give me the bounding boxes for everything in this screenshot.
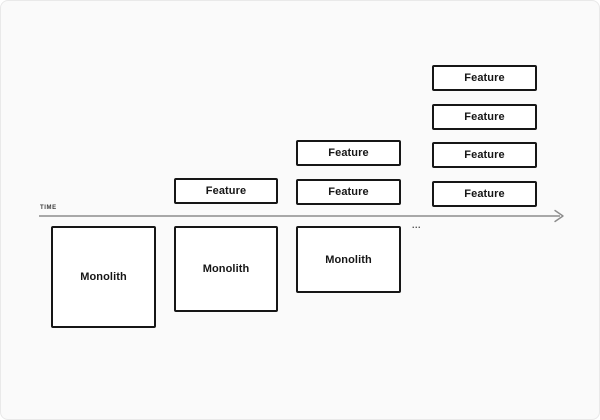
feature-box-stage3-1: Feature <box>296 140 401 166</box>
monolith-box-stage2: Monolith <box>174 226 278 312</box>
feature-box-stage4-4: Feature <box>432 181 537 207</box>
timeline-ellipsis: ... <box>412 220 422 230</box>
feature-box-stage4-3: Feature <box>432 142 537 168</box>
monolith-box-stage3: Monolith <box>296 226 401 293</box>
monolith-box-stage1: Monolith <box>51 226 156 328</box>
feature-box-stage2-1: Feature <box>174 178 278 204</box>
timeline-label: TIME <box>40 205 57 211</box>
feature-box-stage4-1: Feature <box>432 65 537 91</box>
timeline-arrow-icon <box>39 209 564 223</box>
feature-box-stage4-2: Feature <box>432 104 537 130</box>
feature-box-stage3-2: Feature <box>296 179 401 205</box>
